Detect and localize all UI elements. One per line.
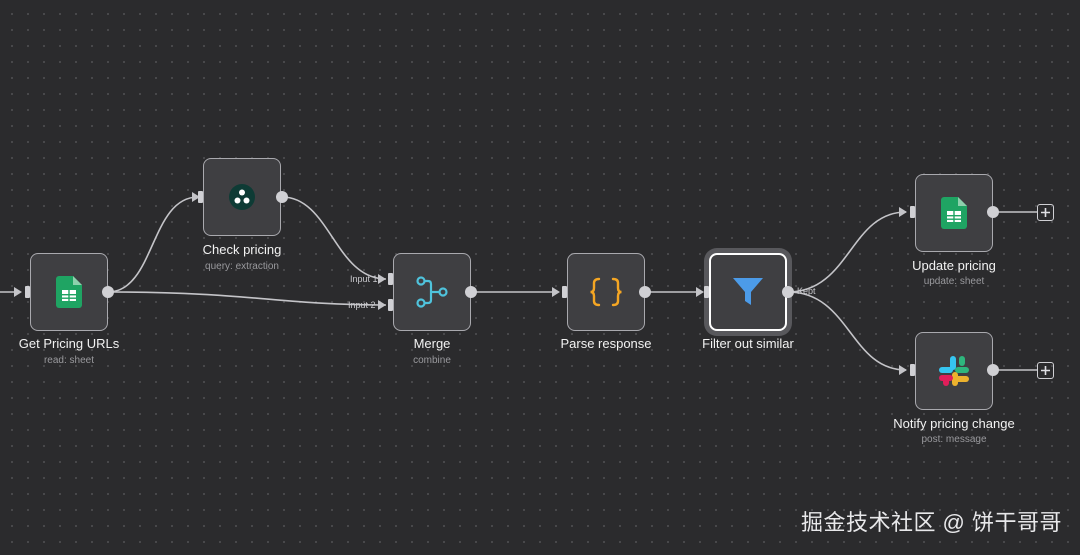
node-title: Filter out similar [702, 336, 794, 351]
edge-filter-to-update [787, 211, 907, 293]
edge-check-to-merge [281, 196, 387, 280]
input-port-2[interactable] [388, 299, 393, 311]
node-notify-pricing-change[interactable] [915, 332, 993, 410]
input-port[interactable] [910, 206, 915, 218]
arrow-head [696, 287, 704, 297]
extraction-api-icon [229, 184, 255, 210]
arrow-head [192, 192, 200, 202]
output-port[interactable] [639, 286, 651, 298]
output-port[interactable] [987, 206, 999, 218]
arrow-head [899, 207, 907, 217]
output-port[interactable] [465, 286, 477, 298]
node-title: Update pricing [912, 258, 996, 273]
plus-icon [1041, 208, 1050, 217]
input-port-1[interactable] [388, 273, 393, 285]
code-braces-icon [590, 277, 622, 307]
output-label-kept: Kept [797, 286, 816, 296]
edge-urls-to-merge [107, 291, 387, 306]
node-subtitle: combine [413, 355, 451, 366]
google-sheets-icon [941, 197, 967, 229]
node-title: Get Pricing URLs [18, 336, 120, 351]
merge-icon [416, 276, 448, 308]
add-node-button[interactable] [1037, 362, 1054, 379]
node-parse-response[interactable] [567, 253, 645, 331]
node-subtitle: read: sheet [43, 355, 95, 366]
input-port[interactable] [25, 286, 30, 298]
input-port[interactable] [198, 191, 203, 203]
funnel-icon [733, 278, 763, 305]
node-filter-out-similar[interactable] [709, 253, 787, 331]
node-check-pricing[interactable] [203, 158, 281, 236]
node-subtitle: post: message [921, 434, 987, 445]
google-sheets-icon [56, 276, 82, 308]
watermark: 掘金技术社区 @ 饼干哥哥 [800, 510, 1062, 535]
input-port[interactable] [562, 286, 567, 298]
arrow-head [14, 287, 22, 297]
node-title: Parse response [560, 336, 652, 351]
node-update-pricing[interactable] [915, 174, 993, 252]
edge-filter-to-notify [787, 291, 907, 371]
arrow-head [378, 300, 386, 310]
input-port[interactable] [704, 286, 709, 298]
input-label-1: Input 1 [350, 274, 378, 284]
node-title: Notify pricing change [893, 416, 1015, 431]
output-port[interactable] [987, 364, 999, 376]
arrow-head [899, 365, 907, 375]
output-port[interactable] [102, 286, 114, 298]
node-get-pricing-urls[interactable] [30, 253, 108, 331]
plus-icon [1041, 366, 1050, 375]
arrow-head [552, 287, 560, 297]
node-title: Merge [413, 336, 451, 351]
input-port[interactable] [910, 364, 915, 376]
output-port[interactable] [782, 286, 794, 298]
slack-icon [939, 356, 969, 386]
arrow-head [378, 274, 386, 284]
add-node-button[interactable] [1037, 204, 1054, 221]
node-merge[interactable] [393, 253, 471, 331]
input-label-2: Input 2 [348, 300, 376, 310]
edge-urls-to-check [107, 196, 199, 293]
node-subtitle: update: sheet [923, 276, 985, 287]
node-subtitle: query: extraction [205, 261, 279, 272]
output-port[interactable] [276, 191, 288, 203]
node-title: Check pricing [202, 242, 282, 257]
